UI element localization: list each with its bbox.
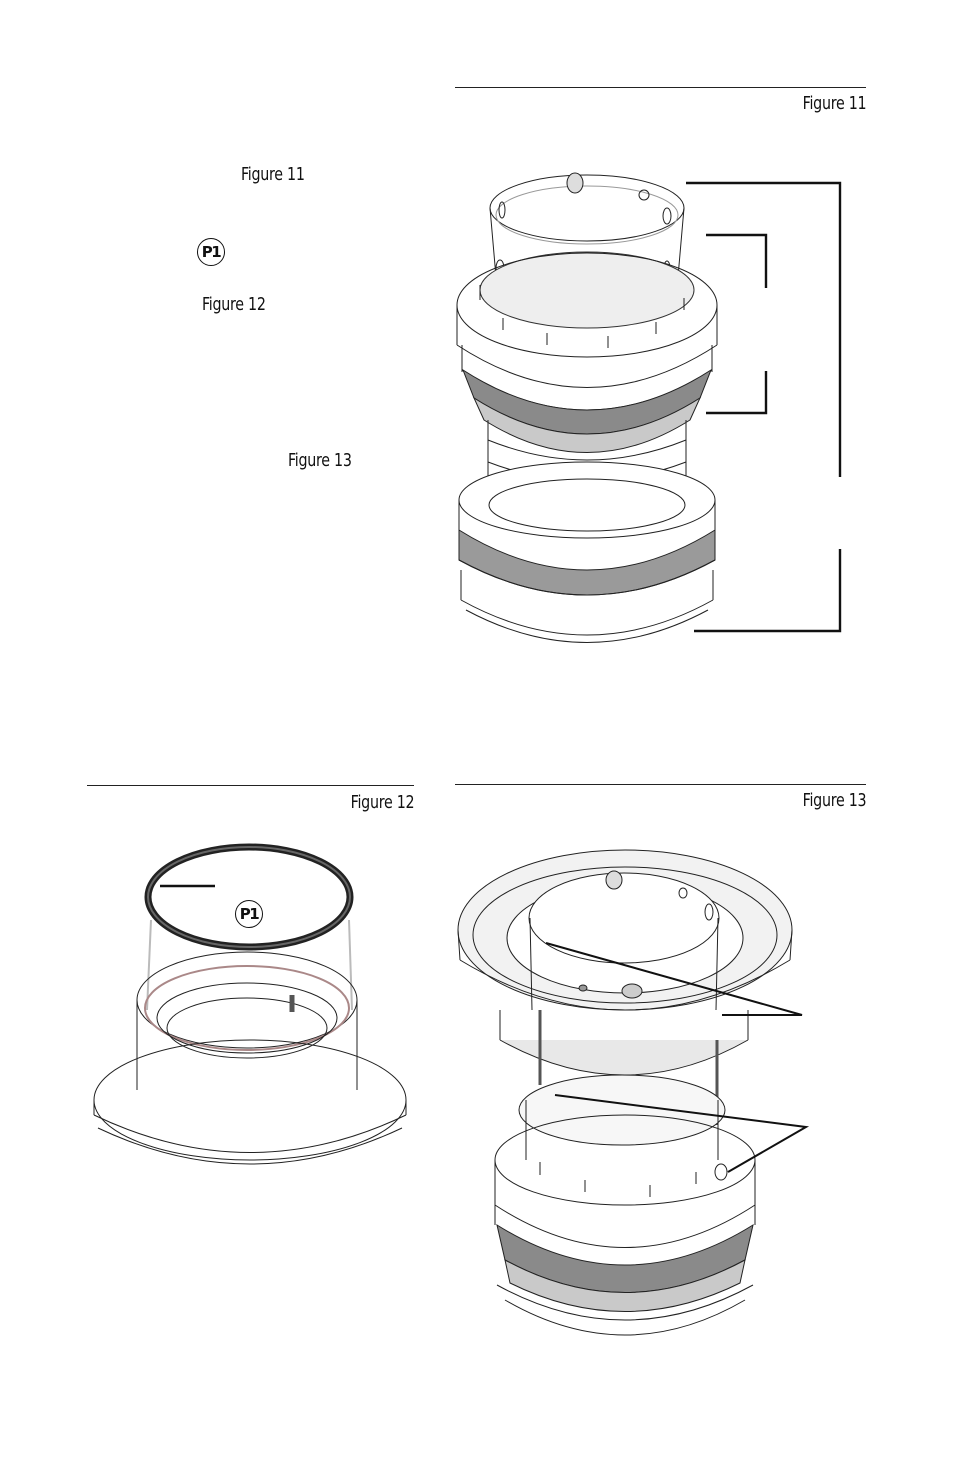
ref-figure-13: Figure 13 [288,450,352,471]
figure12-rule [87,785,414,786]
figure12-caption: Figure 12 [350,792,414,813]
figure12-p1-callout: P1 [235,900,263,928]
ref-p1-badge: P1 [197,238,225,266]
figure11-rule [455,87,866,88]
figure13-rule [455,784,866,785]
figure11-caption: Figure 11 [802,93,866,114]
ref-figure-12: Figure 12 [202,294,266,315]
figure13-caption: Figure 13 [802,790,866,811]
ref-figure-11: Figure 11 [241,164,305,185]
